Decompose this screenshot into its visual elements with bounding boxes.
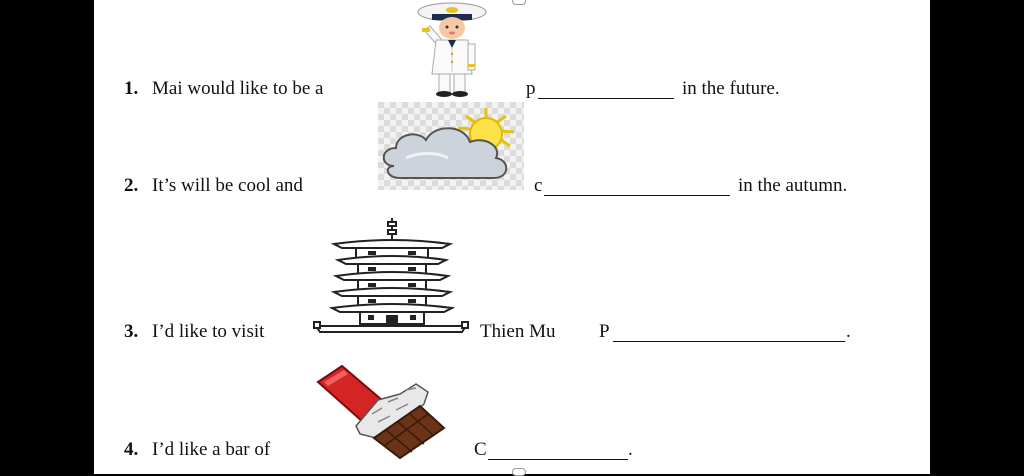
question-ending: . <box>846 321 851 342</box>
answer-letter: c <box>534 175 543 196</box>
place-name: Thien Mu <box>480 321 556 342</box>
question-ending: in the future. <box>682 78 780 99</box>
answer-blank[interactable] <box>488 459 628 460</box>
answer-letter: p <box>526 78 536 99</box>
answer-letter: P <box>599 321 610 342</box>
question-text: It’s will be cool and <box>152 175 303 196</box>
question-number: 1. <box>124 78 139 99</box>
question-number: 2. <box>124 175 139 196</box>
question-number: 3. <box>124 321 139 342</box>
bottom-resize-handle[interactable] <box>512 468 526 476</box>
question-number: 4. <box>124 439 139 460</box>
answer-blank[interactable] <box>538 98 674 99</box>
question-text: Mai would like to be a <box>152 78 324 99</box>
answer-blank[interactable] <box>613 341 845 342</box>
sailor-icon <box>417 2 487 97</box>
question-1: 1. Mai would like to be a p in the futur… <box>94 78 930 108</box>
top-resize-handle[interactable] <box>512 0 526 5</box>
question-ending: . <box>628 439 633 460</box>
worksheet-page: 1. Mai would like to be a p in the futur… <box>94 0 930 476</box>
cloud-sun-icon <box>378 102 524 190</box>
question-text: I’d like a bar of <box>152 439 271 460</box>
answer-blank[interactable] <box>544 195 730 196</box>
question-4: 4. I’d like a bar of C . <box>94 439 930 469</box>
answer-letter: C <box>474 439 487 460</box>
question-2: 2. It’s will be cool and c in the autumn… <box>94 175 930 205</box>
pagoda-icon <box>313 218 469 333</box>
question-ending: in the autumn. <box>738 175 848 196</box>
question-3: 3. I’d like to visit Thien Mu P . <box>94 321 930 351</box>
question-text: I’d like to visit <box>152 321 265 342</box>
chocolate-bar-icon <box>316 364 446 460</box>
